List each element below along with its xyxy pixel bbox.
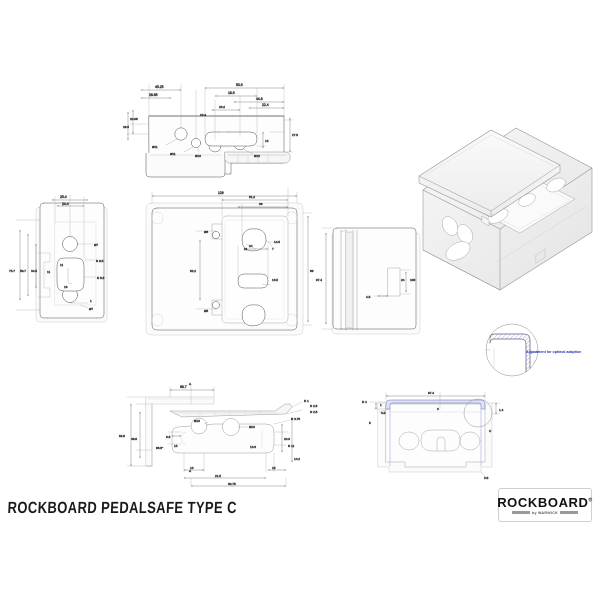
hole-d13-a: Ø13 — [195, 154, 201, 158]
dim-3: 3 — [437, 407, 439, 411]
dim-11-a: 11 — [60, 263, 63, 267]
view-front-elevation: 45.25 28.65 20.08 29.5 53.6 44.8 22.4 18… — [123, 83, 299, 178]
registered-mark-icon: ® — [588, 497, 593, 504]
dim-97-4: 97.4 — [316, 278, 322, 282]
dim-20-4: 20.4 — [200, 113, 206, 117]
dim-129: 129 — [218, 191, 224, 195]
dim-27-5: 27.5 — [292, 133, 298, 137]
dim-44-8: 44.8 — [256, 97, 263, 101]
dim-68-7: 68.7 — [180, 385, 187, 389]
hole-d11-b: Ø11 — [170, 152, 176, 156]
dim-1-4: 1.4 — [499, 408, 504, 412]
detail-note-text: Adjustment for optimal adaption — [526, 350, 581, 354]
dim-51-2: 51.2 — [249, 195, 255, 199]
dim-18-6: 18.6 — [228, 91, 235, 95]
radius-r3-75: R 3.75 — [291, 417, 300, 421]
radius-r4: R 4 — [362, 400, 367, 404]
drawing-title: ROCKBOARD PEDALSAFE TYPE C — [7, 498, 238, 517]
section-marker-a-bottom: A — [189, 469, 192, 473]
dim-82-2: 82.2 — [190, 269, 196, 273]
dim-45-25: 45.25 — [155, 85, 164, 89]
hole-d13-left: Ø13 — [194, 419, 200, 423]
logo-bar-left-icon — [511, 511, 530, 514]
dim-13-b: 13 — [190, 466, 194, 470]
dim-14-5: 14.5 — [274, 240, 280, 244]
dim-24: 24 — [249, 244, 253, 248]
dim-7: 7 — [272, 247, 274, 251]
dim-15: 15 — [272, 466, 276, 470]
dim-4-5: 4.5 — [366, 295, 371, 299]
dim-28-65: 28.65 — [149, 93, 158, 97]
dim-97-4-bottom: 97.4 — [428, 391, 434, 395]
radius-r1: R 1 — [304, 399, 309, 403]
hole-d7-b: Ø7 — [89, 307, 93, 311]
view-side-elevation: 25.4 24.4 73.7 56.7 34.5 11 11 19 1 R 9.… — [9, 195, 108, 323]
logo-brand: ROCKBOARD — [497, 494, 589, 510]
dim-82-8: 82.8 — [119, 434, 125, 438]
dim-29-5: 29.5 — [123, 125, 129, 129]
radius-r2-5-a: R 2.5 — [310, 404, 318, 408]
detail-marker-c: C — [489, 429, 492, 433]
logo-bar-right-icon — [560, 511, 579, 514]
dim-14-2: 14.2 — [294, 457, 300, 461]
hole-d6-b: Ø6 — [204, 309, 208, 313]
dim-22-4: 22.4 — [262, 103, 269, 107]
dim-100: 100 — [410, 278, 415, 282]
dim-73-7: 73.7 — [9, 269, 15, 273]
dim-20-08: 20.08 — [130, 117, 138, 121]
hole-d13-right: Ø13 — [249, 425, 255, 429]
dim-1: 1 — [90, 299, 92, 303]
view-plan: 129 51.2 36 82.2 86 21 7 14.5 24 13.5 Ø6… — [145, 187, 314, 336]
dim-11-b: 11 — [47, 270, 50, 274]
dim-36: 36 — [259, 202, 263, 206]
dim-0-5: 0.5 — [381, 411, 386, 415]
rockboard-logo: ROCKBOARD® by WARWICK — [497, 488, 593, 522]
dim-13-5: 13.5 — [272, 278, 278, 282]
view-isometric-3d — [418, 127, 593, 291]
radius-r5-5: R 5.5 — [97, 276, 105, 280]
view-section-c: 97.4 0.5 3 3.5 1.4 5 1 C R 4 — [362, 391, 504, 480]
section-marker-a-top: A — [189, 382, 192, 386]
dim-19: 19 — [64, 285, 68, 289]
hole-d7-a: Ø7 — [94, 243, 98, 247]
detail-callout — [485, 323, 541, 377]
logo-byline: by WARWICK — [531, 510, 559, 515]
dim-48-8: 48.8 — [131, 437, 137, 441]
dim-5: 5 — [369, 421, 371, 425]
radius-r11: R 11 — [288, 444, 295, 448]
dim-1: 1 — [380, 403, 382, 407]
dim-25-4: 25.4 — [60, 195, 67, 199]
dim-13-a: 13 — [174, 444, 178, 448]
dim-13-3: 13.3 — [250, 445, 256, 449]
dim-6-5: 6.5 — [166, 435, 171, 439]
logo-byline-row: by WARWICK — [511, 510, 579, 515]
view-right-side-section: 97.4 24 100 4.5 — [316, 227, 421, 335]
dim-21: 21 — [244, 247, 248, 251]
dim-3-5: 3.5 — [484, 476, 489, 480]
dim-21-5: 21.5 — [215, 474, 221, 478]
hole-d11-a: Ø11 — [152, 145, 158, 149]
dim-34-5: 34.5 — [31, 269, 37, 273]
dim-53-6: 53.6 — [236, 83, 243, 87]
hole-d13-b: Ø13 — [254, 154, 260, 158]
dim-56-7: 56.7 — [20, 269, 26, 273]
logo-brand-text: ROCKBOARD® — [497, 496, 593, 509]
dim-24-3: 24.3 — [284, 437, 290, 441]
dim-60-75: 60.75 — [228, 482, 236, 486]
dim-13: 13 — [265, 139, 269, 143]
dim-88-5-deg: 88.5° — [156, 446, 164, 450]
dim-24-4: 24.4 — [62, 202, 69, 206]
dim-86: 86 — [310, 269, 314, 273]
radius-r9-5: R 9.5 — [96, 259, 104, 263]
dim-24: 24 — [401, 278, 405, 282]
view-section-a-a: 68.7 82.8 48.8 88.5° 6.5 13 13 13.3 21.5… — [119, 382, 318, 487]
hole-d6-a: Ø6 — [204, 230, 208, 234]
radius-r2-5-b: R 2.5 — [310, 410, 318, 414]
dim-23-2: 23.2 — [219, 105, 225, 109]
